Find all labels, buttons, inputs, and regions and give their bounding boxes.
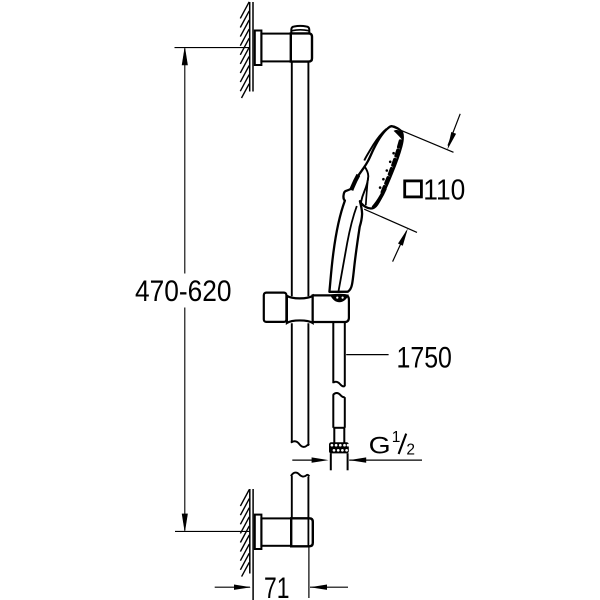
svg-text:71: 71 [264, 572, 290, 600]
svg-text:G: G [369, 432, 391, 459]
svg-text:470-620: 470-620 [135, 275, 232, 308]
svg-text:1: 1 [392, 429, 401, 446]
svg-text:110: 110 [423, 173, 465, 205]
svg-text:1750: 1750 [397, 341, 452, 374]
svg-text:2: 2 [406, 441, 415, 458]
